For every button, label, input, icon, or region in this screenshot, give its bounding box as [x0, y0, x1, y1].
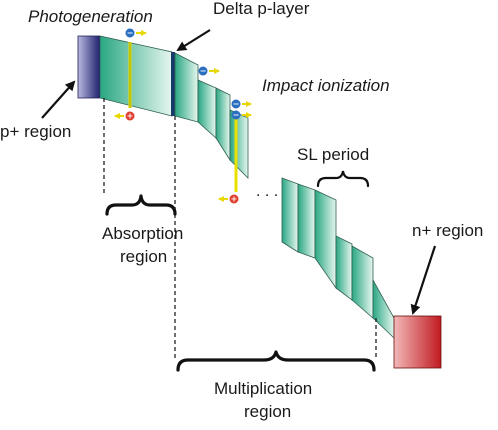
multiplication-label-line2: region	[244, 402, 291, 421]
svg-text:−: −	[233, 111, 240, 120]
electron-icon	[231, 99, 241, 109]
svg-text:+: +	[127, 112, 134, 121]
p-region-block	[77, 35, 101, 99]
svg-text:−: −	[127, 29, 134, 38]
hole-icon	[125, 111, 135, 121]
impact-ionization-carrier-path: − − − +	[198, 66, 252, 204]
sl-period-8	[335, 235, 353, 301]
sl-period-5	[281, 177, 299, 253]
p-region-arrow	[41, 80, 76, 119]
sl-period-brace	[316, 170, 370, 188]
delta-layer-label: Delta p-layer	[213, 0, 310, 18]
sl-period-6	[297, 183, 316, 259]
sl-period-3	[215, 87, 231, 162]
n-region-block	[393, 315, 442, 369]
svg-text:−: −	[200, 67, 207, 76]
sl-period-4	[229, 109, 249, 179]
electron-icon	[125, 28, 135, 38]
multiplication-brace	[176, 350, 376, 372]
n-region-label: n+ region	[412, 221, 483, 240]
p-region-label: p+ region	[0, 122, 71, 141]
sl-period-label: SL period	[297, 145, 369, 164]
svg-text:+: +	[231, 195, 238, 204]
absorption-region-block	[99, 35, 173, 117]
svg-text:−: −	[233, 100, 240, 109]
electron-icon	[198, 66, 208, 76]
photogeneration-label: Photogeneration	[28, 7, 153, 26]
sl-period-1	[174, 52, 199, 123]
continuation-dots: . . .	[256, 183, 278, 200]
absorption-brace	[105, 194, 177, 216]
delta-layer-arrow	[176, 29, 211, 52]
delta-p-layer-stripe	[171, 52, 175, 116]
multiplication-label-line1: Multiplication	[214, 379, 312, 398]
absorption-label-line2: region	[120, 247, 167, 266]
photogeneration-carrier-path: − +	[114, 28, 147, 121]
electron-icon	[231, 110, 241, 120]
n-region-arrow	[410, 245, 437, 315]
hole-icon	[229, 194, 239, 204]
sl-period-2	[197, 79, 217, 139]
sl-period-7	[314, 189, 337, 290]
sl-period-9	[351, 245, 374, 319]
absorption-label-line1: Absorption	[102, 224, 183, 243]
impact-ionization-label: Impact ionization	[262, 76, 390, 95]
sl-period-10	[372, 279, 395, 339]
